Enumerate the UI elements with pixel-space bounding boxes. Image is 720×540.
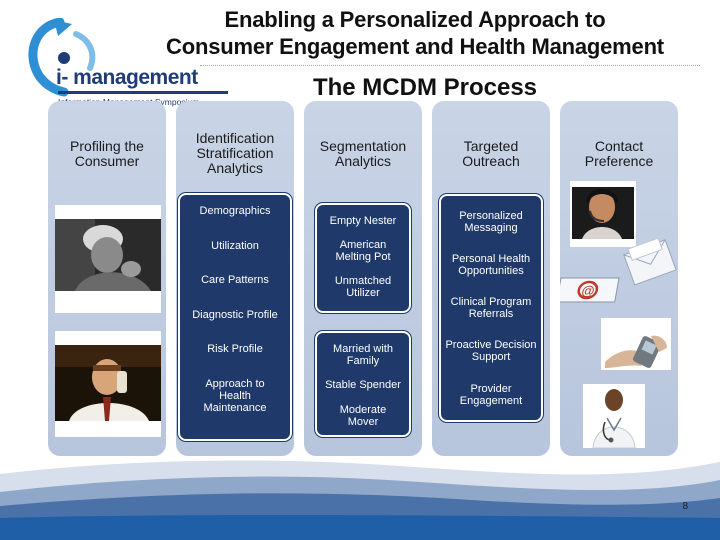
list-item: American Melting Pot [335, 239, 391, 263]
list-item: Diagnostic Profile [192, 309, 278, 321]
title-divider [200, 65, 700, 66]
photo-hands-phone [601, 318, 671, 370]
identification-box: Demographics Utilization Care Patterns D… [178, 193, 292, 441]
logo-brand: i- management [56, 66, 198, 89]
list-item: Proactive Decision Support [445, 339, 537, 363]
logo-swirl-icon [28, 18, 96, 97]
photo-man-phone [55, 331, 161, 437]
column-title: Identification Stratification Analytics [195, 130, 275, 176]
list-item: Demographics [199, 205, 271, 217]
headset-agent-photo-icon [570, 181, 636, 247]
column-title: Segmentation Analytics [319, 138, 407, 169]
list-item: Provider Engagement [459, 383, 523, 407]
slide-subtitle: The MCDM Process [312, 74, 538, 101]
email-envelope-graphic: @ [556, 237, 678, 306]
list-item: Risk Profile [207, 343, 263, 355]
list-item: Utilization [211, 240, 259, 252]
photo-headset-agent [570, 181, 636, 247]
logo-underline [58, 91, 228, 94]
segment-group-box: Empty Nester American Melting Pot Unmatc… [315, 203, 411, 313]
slide-title: Enabling a Personalized Approach to Cons… [110, 6, 720, 60]
man-on-phone-photo-icon [55, 345, 161, 421]
column-title: Profiling the Consumer [70, 138, 144, 169]
list-item: Empty Nester [329, 215, 397, 227]
title-line-1: Enabling a Personalized Approach to [224, 7, 606, 32]
list-item: Unmatched Utilizer [334, 275, 392, 299]
photo-doctor [583, 384, 645, 449]
title-line-2: Consumer Engagement and Health Managemen… [166, 34, 664, 59]
list-item: Stable Spender [325, 379, 401, 391]
elderly-woman-photo-icon [55, 219, 161, 291]
doctor-photo-icon [583, 384, 645, 449]
list-item: Personal Health Opportunities [451, 253, 531, 277]
list-item: Married with Family [333, 343, 393, 367]
column-title: Targeted Outreach [462, 138, 520, 169]
column-identification: Identification Stratification Analytics … [176, 101, 294, 456]
list-item: Approach to Health Maintenance [203, 378, 267, 414]
wave-graphic [0, 460, 720, 540]
column-profiling: Profiling the Consumer [48, 101, 166, 456]
list-item: Care Patterns [201, 274, 269, 286]
list-item: Personalized Messaging [459, 210, 523, 234]
page-number: 8 [682, 501, 688, 512]
photo-elderly-woman [55, 205, 161, 313]
svg-text:@: @ [580, 283, 595, 298]
email-envelope-icon: @ [556, 237, 677, 303]
column-title: Contact Preference [584, 138, 654, 169]
list-item: Moderate Mover [339, 404, 387, 428]
column-outreach: Targeted Outreach Personalized Messaging… [432, 101, 550, 456]
list-item: Clinical Program Referrals [450, 296, 532, 320]
footer-wave [0, 456, 720, 540]
segment-group-box: Married with Family Stable Spender Moder… [315, 331, 411, 437]
column-segmentation: Segmentation Analytics Empty Nester Amer… [304, 101, 422, 456]
outreach-box: Personalized Messaging Personal Health O… [439, 194, 543, 422]
hands-holding-phone-icon [601, 318, 671, 370]
